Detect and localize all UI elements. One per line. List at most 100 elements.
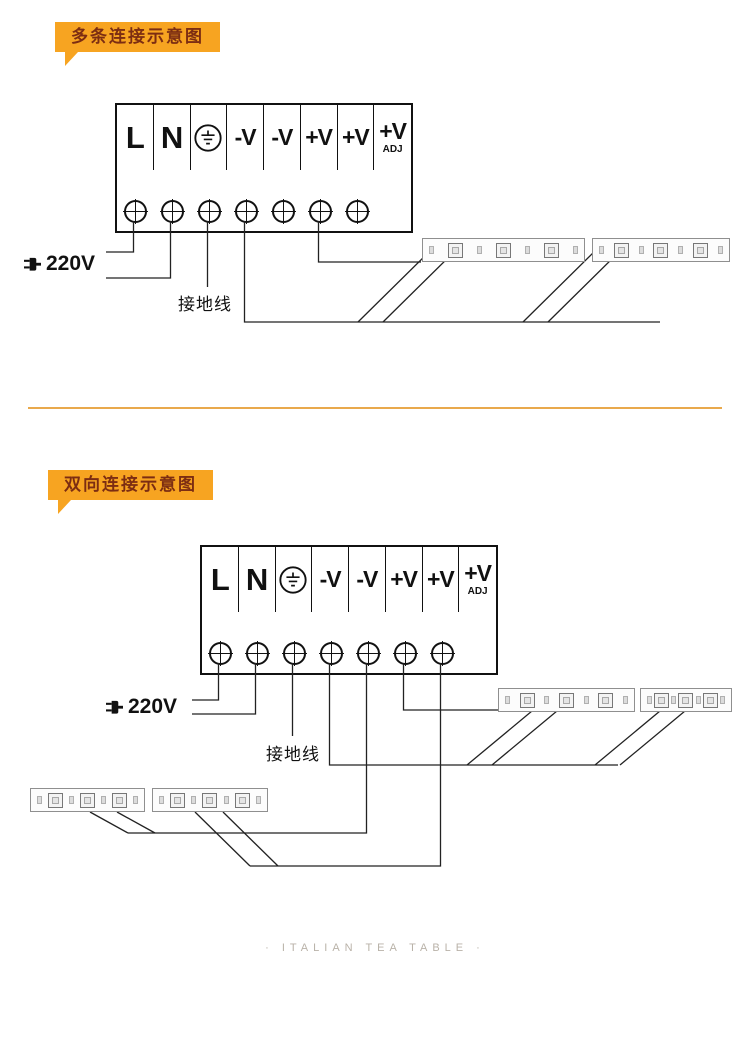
terminal-label-positive-2: +V: [423, 547, 460, 612]
screw-terminal: [245, 641, 270, 666]
positive-adj-text: +V: [464, 560, 492, 586]
led-chip: [598, 692, 614, 708]
screw-terminal: [345, 199, 370, 224]
led-chip: [80, 792, 95, 808]
led-chip: [202, 792, 218, 808]
screw-terminal: [271, 199, 296, 224]
terminal-label-live: L: [117, 105, 154, 170]
led-chip: [653, 242, 669, 258]
led-strip: [422, 238, 585, 262]
wire-branch: [594, 705, 667, 766]
screw-terminal: [234, 199, 259, 224]
screw-terminal: [430, 641, 455, 666]
solder-pad: [638, 246, 644, 254]
screw-terminal: [319, 641, 344, 666]
wire-branch: [194, 811, 251, 867]
voltage-text: 220V: [128, 695, 178, 718]
solder-pad: [695, 696, 701, 704]
earth-ground-icon: [194, 123, 222, 152]
screw-terminal: [197, 199, 222, 224]
solder-pad: [671, 696, 677, 704]
led-chip: [112, 792, 127, 808]
adj-label: ADJ: [382, 144, 403, 155]
led-chip: [654, 692, 670, 708]
wire-negative-bus-right: [328, 663, 618, 766]
terminal-label-ground: [276, 547, 313, 612]
power-terminal-block-bottom: L N -V -V +V +V +V ADJ: [200, 545, 498, 675]
solder-pad: [622, 696, 628, 704]
adj-label: ADJ: [467, 586, 488, 597]
led-chip: [48, 792, 63, 808]
led-chip: [448, 242, 463, 258]
led-chip: [496, 242, 511, 258]
ac-input-label: 220V: [106, 695, 177, 719]
screw-terminal: [356, 641, 381, 666]
solder-pad: [505, 696, 510, 704]
screw-terminal: [160, 199, 185, 224]
led-chip: [613, 242, 629, 258]
led-chip: [693, 242, 709, 258]
led-chip: [678, 692, 694, 708]
screw-terminal: [393, 641, 418, 666]
banner-label: 多条连接示意图: [71, 27, 204, 46]
power-terminal-block-top: L N -V -V +V +V +V ADJ: [115, 103, 413, 233]
solder-pad: [599, 246, 604, 254]
led-strip: [152, 788, 268, 812]
wire-branch: [222, 811, 279, 867]
terminal-label-positive-1: +V: [301, 105, 338, 170]
terminal-label-positive-1: +V: [386, 547, 423, 612]
led-chip: [234, 792, 250, 808]
solder-pad: [101, 796, 106, 804]
screw-terminal: [282, 641, 307, 666]
screw-terminal: [208, 641, 233, 666]
wire-branch: [466, 705, 539, 766]
solder-pad: [191, 796, 197, 804]
terminal-label-neutral: N: [154, 105, 191, 170]
led-chip: [519, 692, 535, 708]
led-chip: [544, 242, 559, 258]
plug-icon: [106, 700, 123, 714]
led-chip: [558, 692, 574, 708]
terminal-label-ground: [191, 105, 228, 170]
solder-pad: [525, 246, 530, 254]
terminal-label-positive-2: +V: [338, 105, 375, 170]
wire-branch: [491, 705, 564, 766]
footer-watermark: · ITALIAN TEA TABLE ·: [265, 942, 485, 954]
solder-pad: [223, 796, 229, 804]
wire-branch: [116, 811, 156, 834]
wire-negative-bus: [243, 221, 660, 323]
section-divider: [28, 407, 722, 409]
led-strip: [30, 788, 145, 812]
terminal-label-negative-2: -V: [264, 105, 301, 170]
solder-pad: [583, 696, 589, 704]
screw-row: [117, 199, 370, 224]
solder-pad: [159, 796, 164, 804]
banner-label: 双向连接示意图: [64, 475, 197, 494]
terminal-label-live: L: [202, 547, 239, 612]
terminal-label-neutral: N: [239, 547, 276, 612]
wire-branch: [619, 705, 692, 766]
led-strip: [640, 688, 732, 712]
led-strip: [592, 238, 730, 262]
screw-row: [202, 641, 455, 666]
solder-pad: [717, 246, 723, 254]
led-chip: [170, 792, 186, 808]
terminal-labels-row: L N -V -V +V +V +V ADJ: [202, 547, 496, 612]
terminal-labels-row: L N -V -V +V +V +V ADJ: [117, 105, 411, 170]
screw-terminal: [308, 199, 333, 224]
solder-pad: [69, 796, 74, 804]
solder-pad: [544, 696, 550, 704]
positive-adj-text: +V: [379, 118, 407, 144]
ground-wire-label: 接地线: [266, 745, 320, 764]
wire-branch: [89, 811, 129, 834]
plug-icon: [24, 257, 41, 271]
terminal-label-negative-1: -V: [227, 105, 264, 170]
terminal-label-positive-adj: +V ADJ: [459, 547, 496, 612]
solder-pad: [477, 246, 482, 254]
ground-wire-label: 接地线: [178, 295, 232, 314]
solder-pad: [37, 796, 42, 804]
led-strip: [498, 688, 635, 712]
solder-pad: [255, 796, 261, 804]
solder-pad: [678, 246, 684, 254]
screw-terminal: [123, 199, 148, 224]
